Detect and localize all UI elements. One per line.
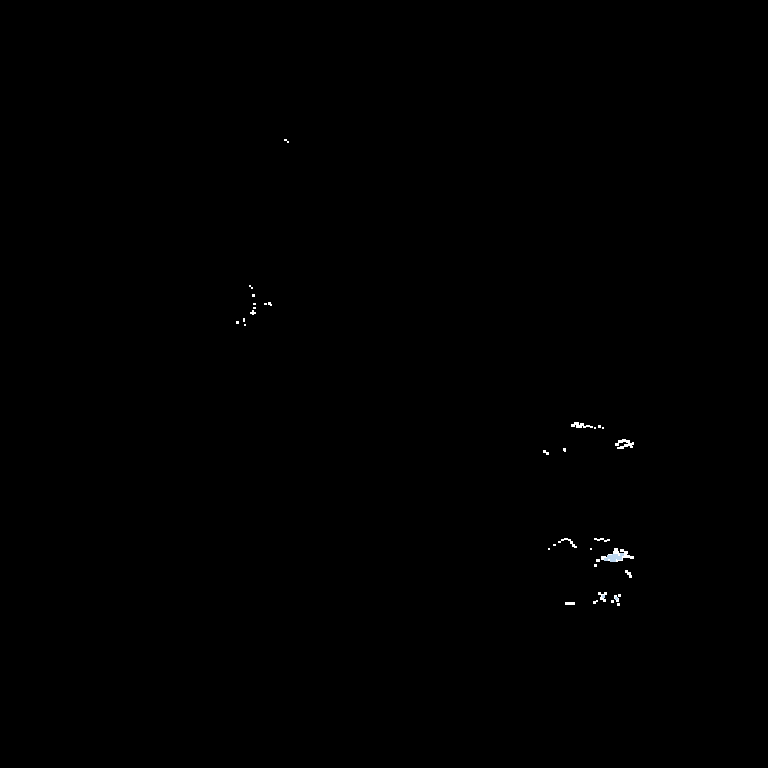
- feature-pixel: [604, 592, 607, 595]
- feature-pixel: [561, 539, 564, 541]
- feature-pixel: [597, 539, 600, 541]
- feature-pixel: [618, 594, 621, 597]
- feature-pixel: [627, 572, 631, 575]
- feature-pixel: [250, 312, 256, 314]
- feature-pixel: [564, 538, 568, 540]
- feature-pixel: [596, 559, 600, 562]
- feature-pixel: [586, 425, 590, 427]
- feature-pixel: [583, 426, 586, 428]
- feature-pixel: [568, 539, 571, 541]
- feature-pixel: [236, 321, 239, 324]
- feature-pixel: [264, 303, 267, 305]
- feature-pixel: [604, 540, 607, 542]
- feature-pixel: [565, 602, 575, 605]
- feature-pixel: [624, 551, 628, 554]
- feature-pixel: [620, 446, 624, 449]
- feature-pixel: [628, 443, 632, 446]
- feature-pixel: [284, 139, 287, 141]
- feature-pixel: [600, 538, 604, 540]
- feature-pixel: [590, 426, 593, 428]
- feature-pixel: [268, 302, 271, 305]
- feature-pixel: [594, 427, 596, 429]
- feature-pixel: [632, 442, 634, 445]
- feature-pixel: [605, 557, 611, 561]
- feature-pixel: [249, 285, 251, 287]
- feature-pixel: [580, 423, 584, 426]
- feature-pixel: [574, 546, 577, 548]
- feature-pixel: [614, 548, 618, 551]
- feature-pixel: [548, 548, 550, 550]
- feature-pixel: [251, 287, 253, 289]
- feature-pixel: [574, 422, 579, 425]
- feature-pixel: [253, 307, 256, 309]
- feature-pixel: [244, 324, 246, 326]
- feature-pixel: [625, 570, 628, 573]
- feature-pixel: [546, 452, 549, 455]
- feature-pixel: [618, 440, 623, 443]
- feature-pixel: [593, 601, 596, 604]
- feature-pixel: [615, 443, 619, 446]
- feature-pixel: [598, 592, 601, 595]
- feature-pixel: [612, 554, 618, 559]
- feature-pixel: [564, 450, 566, 452]
- feature-pixel: [615, 597, 618, 600]
- feature-pixel: [553, 544, 556, 546]
- feature-pixel: [611, 600, 614, 603]
- feature-pixel: [563, 448, 566, 451]
- feature-pixel: [598, 425, 601, 428]
- feature-pixel: [571, 424, 575, 427]
- feature-pixel: [624, 444, 628, 447]
- feature-pixel: [252, 294, 255, 297]
- feature-pixel: [594, 564, 597, 567]
- feature-pixel: [243, 318, 245, 322]
- feature-pixel: [620, 553, 624, 556]
- feature-pixel: [617, 447, 620, 449]
- feature-pixel: [610, 559, 616, 562]
- feature-pixel: [607, 555, 612, 559]
- feature-pixel: [613, 551, 619, 556]
- feature-pixel: [603, 599, 606, 602]
- feature-pixel: [622, 554, 627, 558]
- feature-pixel: [253, 303, 256, 305]
- feature-pixel: [576, 425, 582, 428]
- feature-pixel: [558, 541, 561, 543]
- feature-pixel: [287, 141, 289, 143]
- feature-pixel: [543, 450, 546, 453]
- feature-pixel: [607, 539, 610, 541]
- feature-pixel: [602, 595, 605, 598]
- feature-pixel: [617, 603, 620, 606]
- feature-pixel: [572, 544, 575, 547]
- feature-pixel: [270, 304, 272, 306]
- feature-pixel: [616, 598, 619, 602]
- feature-pixel: [590, 548, 592, 550]
- feature-pixel: [630, 556, 634, 559]
- feature-pixel: [622, 439, 626, 442]
- feature-pixel: [626, 440, 630, 443]
- feature-pixel: [630, 446, 633, 448]
- feature-pixel: [600, 597, 604, 600]
- feature-pixel: [594, 538, 597, 540]
- feature-pixel: [570, 541, 573, 544]
- feature-pixel: [596, 600, 598, 602]
- feature-pixel: [620, 549, 624, 552]
- feature-pixel: [629, 575, 632, 578]
- feature-pixel: [601, 556, 606, 560]
- feature-pixel: [617, 556, 622, 560]
- feature-pixel: [602, 427, 604, 429]
- feature-pixel: [604, 558, 608, 561]
- feature-pixel: [626, 555, 630, 558]
